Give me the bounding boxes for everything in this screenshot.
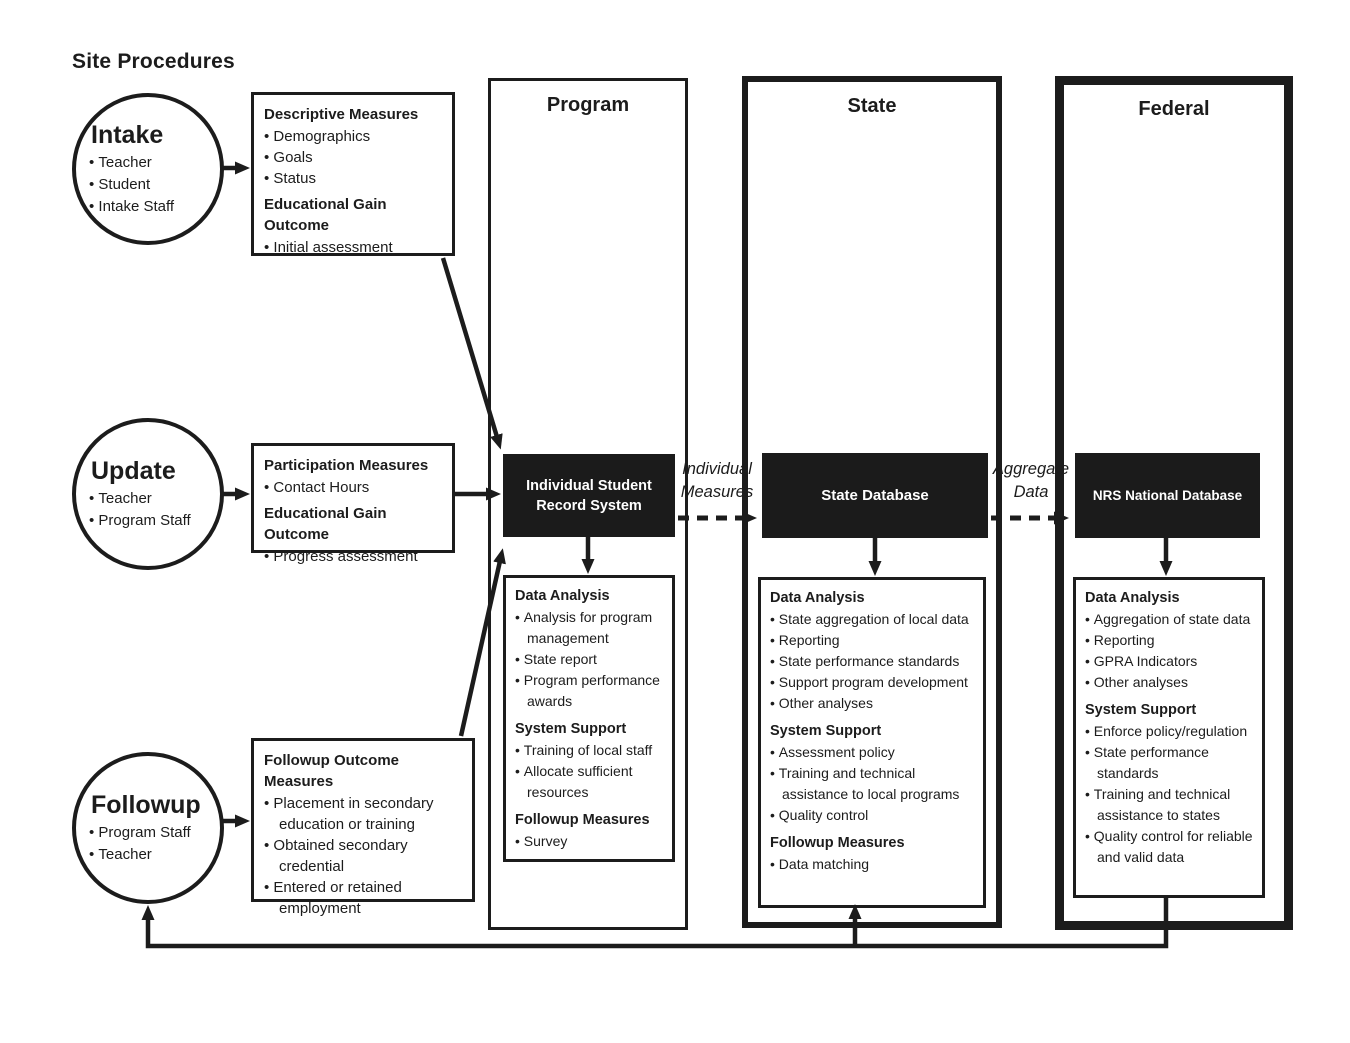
section-heading: System Support	[515, 721, 627, 737]
intake-title: Intake	[91, 120, 164, 149]
section-heading: System Support	[770, 723, 882, 739]
individual-student-record-system-box: Individual Student Record System	[503, 454, 675, 537]
bullet-item: Progress assessment	[264, 546, 444, 567]
participation-measures-list: Contact Hours	[264, 477, 444, 498]
bullet-item: State report	[515, 649, 666, 670]
bullet-item: Teacher	[89, 844, 207, 866]
bullet-item: Assessment policy	[770, 742, 977, 763]
descriptive-measures-list: DemographicsGoalsStatus	[264, 126, 444, 189]
section-heading: Educational Gain Outcome	[264, 196, 387, 234]
state-column-title: State	[847, 95, 897, 117]
individual-measures-label: Individual Measures	[672, 458, 762, 504]
flow-label-line: Individual	[682, 460, 752, 478]
bullet-item: Reporting	[1085, 630, 1256, 651]
bullet-item: Initial assessment	[264, 237, 444, 258]
program-column-title: Program	[546, 94, 630, 116]
bullet-item: Student	[89, 174, 207, 196]
followup-circle: Followup Program StaffTeacher	[72, 752, 224, 904]
section-heading: Data Analysis	[515, 588, 610, 604]
program-followup-measures-list: Survey	[515, 831, 666, 852]
update-title: Update	[91, 456, 176, 485]
federal-column: Federal	[1055, 76, 1293, 930]
bullet-item: Allocate sufficient resources	[515, 761, 666, 803]
bullet-item: Teacher	[89, 488, 207, 510]
followup-roles-list: Program StaffTeacher	[89, 822, 207, 866]
section-heading: Followup Measures	[515, 812, 650, 828]
program-data-analysis-list: Analysis for program managementState rep…	[515, 607, 666, 712]
bullet-item: Other analyses	[1085, 672, 1256, 693]
bullet-item: Training and technical assistance to loc…	[770, 763, 977, 805]
state-followup-measures-list: Data matching	[770, 854, 977, 875]
page-title: Site Procedures	[72, 50, 235, 73]
flow-label-line: Data	[1013, 483, 1049, 501]
bullet-item: Training and technical assistance to sta…	[1085, 784, 1256, 826]
descriptive-measures-box: Descriptive Measures DemographicsGoalsSt…	[251, 92, 455, 256]
bullet-item: Status	[264, 168, 444, 189]
bullet-item: Program Staff	[89, 822, 207, 844]
bullet-item: Quality control	[770, 805, 977, 826]
bullet-item: Program Staff	[89, 510, 207, 532]
state-system-support-list: Assessment policyTraining and technical …	[770, 742, 977, 826]
intake-circle: Intake TeacherStudentIntake Staff	[72, 93, 224, 245]
bullet-item: Obtained secondary credential	[264, 835, 464, 877]
federal-system-support-list: Enforce policy/regulationState performan…	[1085, 721, 1256, 868]
federal-data-analysis-list: Aggregation of state dataReportingGPRA I…	[1085, 609, 1256, 693]
bullet-item: State aggregation of local data	[770, 609, 977, 630]
section-heading: Data Analysis	[770, 590, 865, 606]
bullet-item: Analysis for program management	[515, 607, 666, 649]
bullet-item: Quality control for reliable and valid d…	[1085, 826, 1256, 868]
federal-column-title: Federal	[1138, 98, 1210, 120]
bullet-item: Data matching	[770, 854, 977, 875]
flow-label-line: Measures	[680, 483, 754, 501]
bullet-item: State performance standards	[770, 651, 977, 672]
program-detail-box: Data Analysis Analysis for program manag…	[503, 575, 675, 862]
bullet-item: State performance standards	[1085, 742, 1256, 784]
section-heading: Participation Measures	[264, 457, 429, 474]
bullet-item: Reporting	[770, 630, 977, 651]
educational-gain-list: Progress assessment	[264, 546, 444, 567]
section-heading: System Support	[1085, 702, 1197, 718]
bullet-item: Aggregation of state data	[1085, 609, 1256, 630]
bullet-item: GPRA Indicators	[1085, 651, 1256, 672]
federal-detail-box: Data Analysis Aggregation of state dataR…	[1073, 577, 1265, 898]
section-heading: Followup Measures	[770, 835, 905, 851]
aggregate-data-label: Aggregate Data	[986, 458, 1076, 504]
bullet-item: Entered or retained employment	[264, 877, 464, 919]
bullet-item: Intake Staff	[89, 196, 207, 218]
program-system-support-list: Training of local staffAllocate sufficie…	[515, 740, 666, 803]
state-data-analysis-list: State aggregation of local dataReporting…	[770, 609, 977, 714]
bullet-item: Goals	[264, 147, 444, 168]
update-roles-list: TeacherProgram Staff	[89, 488, 207, 532]
bullet-item: Enforce policy/regulation	[1085, 721, 1256, 742]
followup-title: Followup	[91, 790, 201, 819]
bullet-item: Program performance awards	[515, 670, 666, 712]
followup-outcome-list: Placement in secondary education or trai…	[264, 793, 464, 919]
nrs-national-database-box: NRS National Database	[1075, 453, 1260, 538]
bullet-item: Contact Hours	[264, 477, 444, 498]
state-detail-box: Data Analysis State aggregation of local…	[758, 577, 986, 908]
followup-outcome-measures-box: Followup Outcome Measures Placement in s…	[251, 738, 475, 917]
bullet-item: Demographics	[264, 126, 444, 147]
update-circle: Update TeacherProgram Staff	[72, 418, 224, 570]
intake-roles-list: TeacherStudentIntake Staff	[89, 152, 207, 218]
section-heading: Educational Gain Outcome	[264, 505, 387, 543]
bullet-item: Training of local staff	[515, 740, 666, 761]
bullet-item: Other analyses	[770, 693, 977, 714]
bullet-item: Support program development	[770, 672, 977, 693]
state-database-box: State Database	[762, 453, 988, 538]
section-heading: Data Analysis	[1085, 590, 1180, 606]
flow-label-line: Aggregate	[992, 460, 1070, 478]
bullet-item: Survey	[515, 831, 666, 852]
participation-measures-box: Participation Measures Contact Hours Edu…	[251, 443, 455, 565]
section-heading: Followup Outcome Measures	[264, 752, 399, 790]
section-heading: Descriptive Measures	[264, 106, 419, 123]
bullet-item: Teacher	[89, 152, 207, 174]
educational-gain-list: Initial assessment	[264, 237, 444, 258]
bullet-item: Placement in secondary education or trai…	[264, 793, 464, 835]
